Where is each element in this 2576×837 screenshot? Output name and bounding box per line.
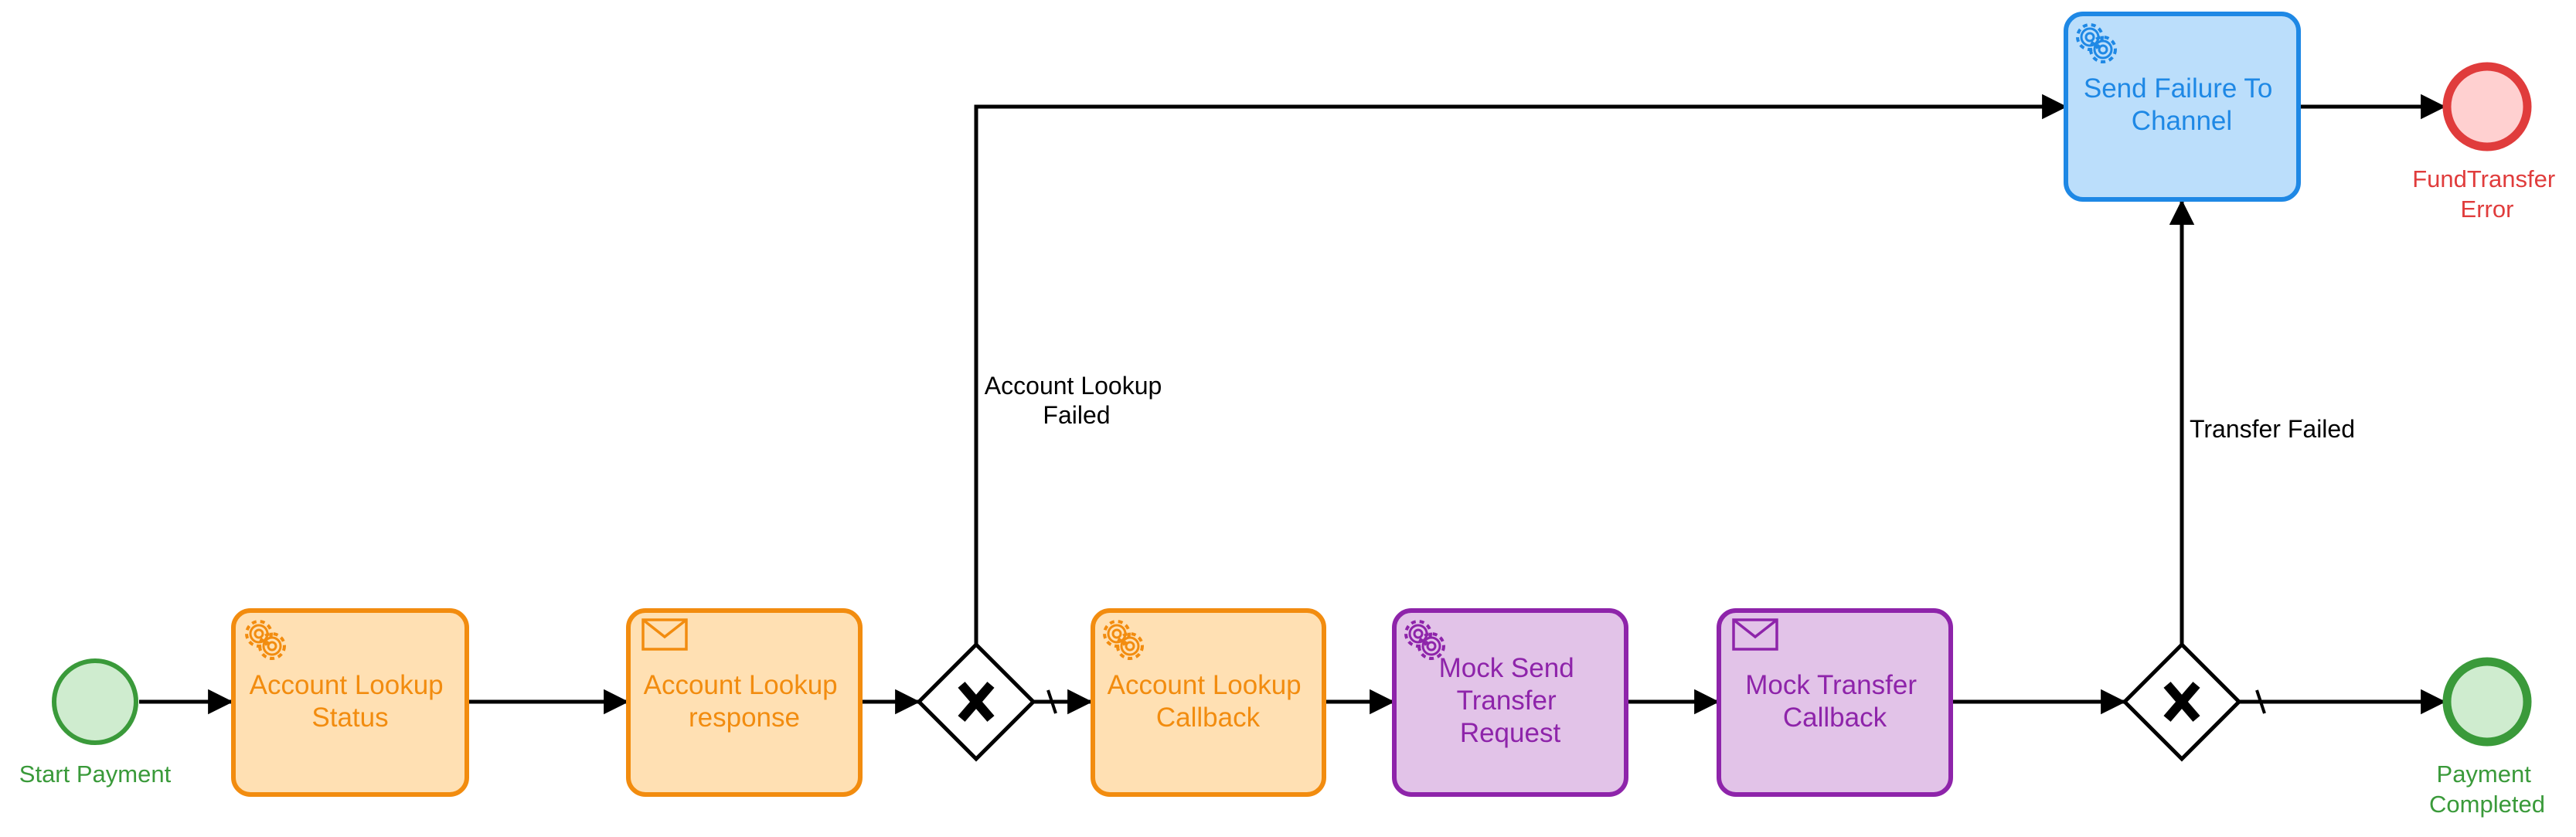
task-mock-transfer-callback[interactable]: Mock Transfer Callback bbox=[1717, 608, 1953, 797]
end-event-label: Payment Completed bbox=[2429, 760, 2545, 818]
flow-gateway-1-to-send-failure[interactable] bbox=[974, 94, 2067, 645]
task-account-lookup-status[interactable]: Account Lookup Status bbox=[231, 608, 469, 797]
x-icon bbox=[958, 682, 995, 722]
start-event-circle[interactable] bbox=[52, 658, 138, 745]
task-send-failure-to-channel[interactable]: Send Failure To Channel bbox=[2064, 12, 2301, 202]
task-account-lookup-response[interactable]: Account Lookup response bbox=[626, 608, 863, 797]
task-label: Account Lookup response bbox=[644, 670, 846, 733]
exclusive-gateway-1[interactable] bbox=[916, 641, 1036, 762]
task-label: Account Lookup Status bbox=[250, 670, 451, 733]
end-event-error[interactable]: FundTransfer Error bbox=[2412, 62, 2562, 223]
task-label: Mock Transfer Callback bbox=[1745, 670, 1924, 733]
task-box[interactable] bbox=[1392, 608, 1628, 797]
task-box[interactable] bbox=[1091, 608, 1326, 797]
end-event-payment-completed[interactable]: Payment Completed bbox=[2429, 657, 2545, 818]
end-event-circle[interactable] bbox=[2442, 62, 2532, 151]
end-event-label: FundTransfer Error bbox=[2412, 165, 2562, 223]
sequence-flows bbox=[139, 94, 2446, 715]
task-box[interactable] bbox=[231, 608, 469, 797]
task-label: Send Failure To Channel bbox=[2084, 73, 2280, 136]
default-flow-marker bbox=[2255, 689, 2266, 714]
exclusive-gateway-2[interactable] bbox=[2122, 641, 2242, 762]
flow-label-account-lookup-failed: Account Lookup Failed bbox=[985, 372, 1169, 429]
task-mock-send-transfer-request[interactable]: Mock Send Transfer Request bbox=[1392, 608, 1628, 797]
start-event-label: Start Payment bbox=[19, 760, 172, 788]
x-icon bbox=[2163, 682, 2200, 722]
task-box[interactable] bbox=[2064, 12, 2301, 202]
start-event[interactable]: Start Payment bbox=[19, 658, 172, 788]
flow-label-transfer-failed: Transfer Failed bbox=[2190, 415, 2355, 443]
task-label: Account Lookup Callback bbox=[1108, 670, 1309, 733]
end-event-circle[interactable] bbox=[2442, 657, 2532, 747]
task-account-lookup-callback[interactable]: Account Lookup Callback bbox=[1091, 608, 1326, 797]
envelope-icon bbox=[1732, 618, 1778, 651]
envelope-icon bbox=[641, 618, 688, 651]
task-box[interactable] bbox=[1717, 608, 1953, 797]
task-box[interactable] bbox=[626, 608, 863, 797]
default-flow-marker bbox=[1046, 689, 1057, 714]
task-label: Mock Send Transfer Request bbox=[1439, 653, 1582, 748]
